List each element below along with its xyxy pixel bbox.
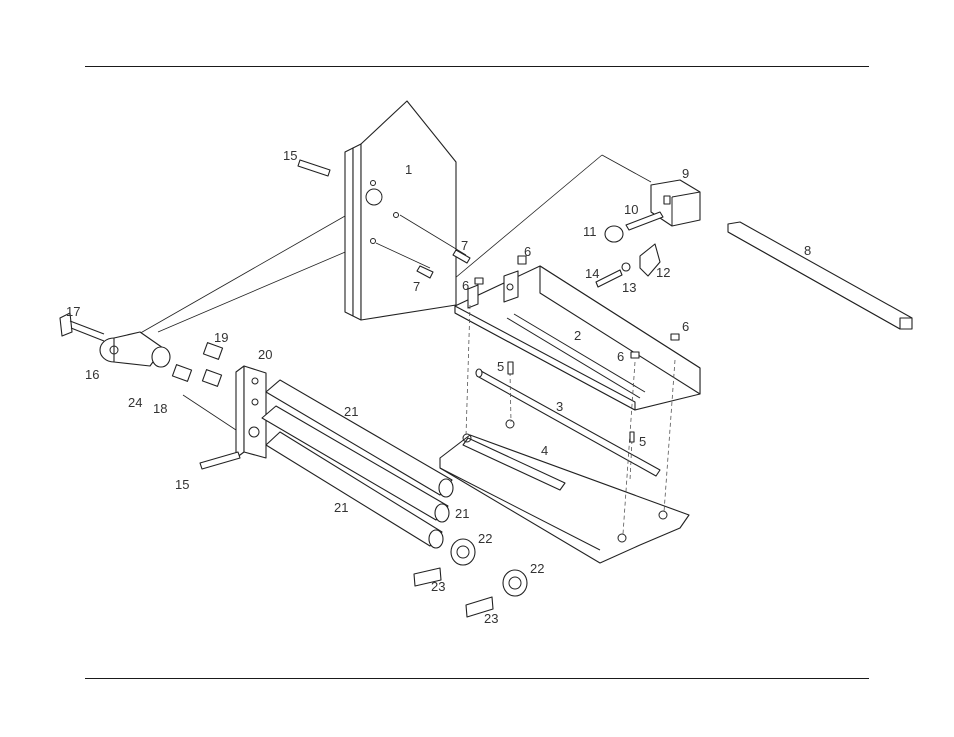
part-7-dowel-pins — [375, 214, 471, 279]
callout-23-b: 23 — [484, 611, 498, 626]
callout-20: 20 — [258, 347, 272, 362]
callout-21-b: 21 — [455, 506, 469, 521]
callout-2: 2 — [574, 328, 581, 343]
callout-23-a: 23 — [431, 579, 445, 594]
callout-21-a: 21 — [344, 404, 358, 419]
parts-5-6-screws — [474, 255, 680, 443]
construction-lines — [136, 154, 652, 431]
callout-11: 11 — [583, 224, 597, 239]
bottom-rule — [85, 678, 869, 679]
callout-7-lower: 7 — [413, 279, 420, 294]
callout-15-top: 15 — [283, 148, 297, 163]
callout-17: 17 — [66, 304, 80, 319]
alignment-lines — [465, 304, 676, 535]
callout-5-upper: 5 — [497, 359, 504, 374]
part-20-end-plate — [235, 365, 267, 459]
parts-16-17-24-pivot — [59, 312, 171, 368]
callout-18: 18 — [153, 401, 167, 416]
callout-24: 24 — [128, 395, 142, 410]
callout-7-upper: 7 — [461, 238, 468, 253]
callout-13: 13 — [622, 280, 636, 295]
callout-12: 12 — [656, 265, 670, 280]
part-3-rod — [475, 368, 661, 477]
callout-15-bottom: 15 — [175, 477, 189, 492]
part-21-rollers — [261, 379, 454, 549]
part-15-bolts — [199, 159, 331, 470]
callout-5-lower: 5 — [639, 434, 646, 449]
part-1-side-plate — [344, 100, 457, 321]
callout-10: 10 — [624, 202, 638, 217]
callout-21-c: 21 — [334, 500, 348, 515]
callout-4: 4 — [541, 443, 548, 458]
callout-9: 9 — [682, 166, 689, 181]
callout-16: 16 — [85, 367, 99, 382]
callout-22-b: 22 — [530, 561, 544, 576]
part-4-base-plate — [439, 419, 690, 564]
callout-6-a: 6 — [524, 244, 531, 259]
part-2-channel-tray — [454, 265, 701, 411]
callout-labels: 1 2 3 4 5 5 6 6 6 6 7 7 8 9 10 11 12 13 … — [66, 148, 811, 626]
parts-10-14-hardware — [595, 211, 664, 288]
parts-22-23-collars — [413, 538, 528, 618]
part-9-block — [650, 179, 701, 227]
callout-19: 19 — [214, 330, 228, 345]
callout-6-b: 6 — [462, 278, 469, 293]
callout-6-c: 6 — [682, 319, 689, 334]
callout-6-d: 6 — [617, 349, 624, 364]
parts-18-19-screws — [171, 342, 224, 387]
callout-14: 14 — [585, 266, 599, 281]
top-rule — [85, 66, 869, 67]
part-8-square-bar — [727, 221, 913, 330]
callout-8: 8 — [804, 243, 811, 258]
callout-3: 3 — [556, 399, 563, 414]
callout-22-a: 22 — [478, 531, 492, 546]
callout-1: 1 — [405, 162, 412, 177]
